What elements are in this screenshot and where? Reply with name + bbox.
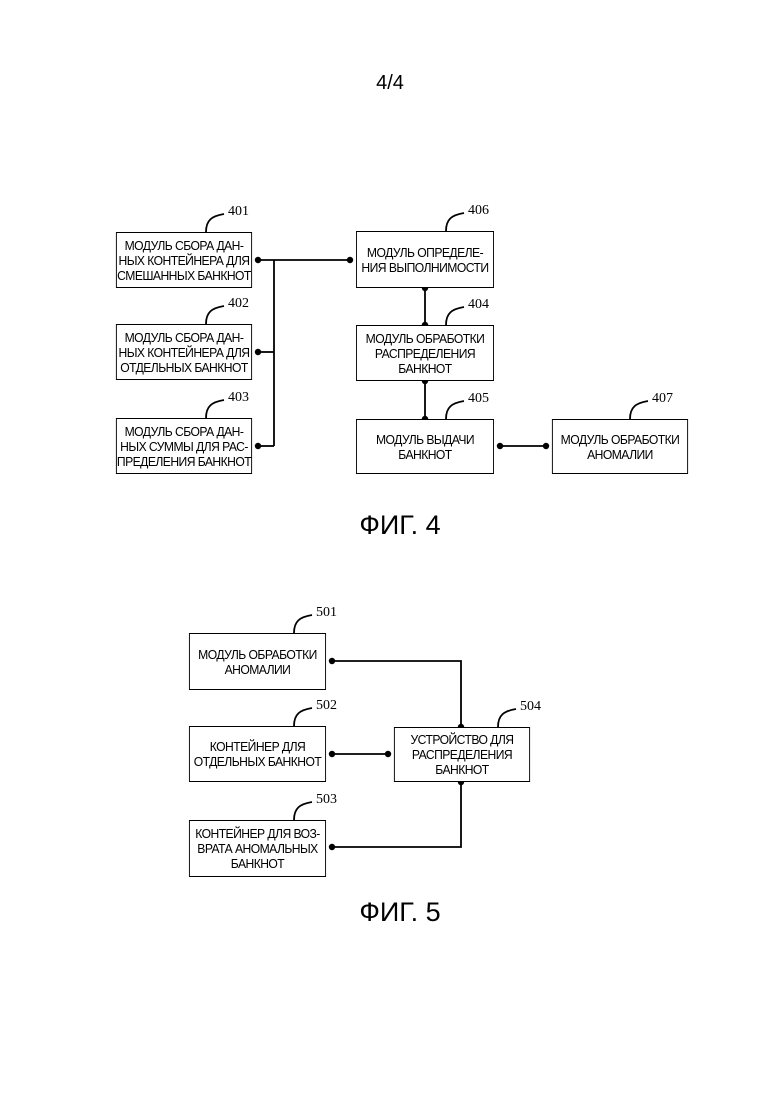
junction-dot bbox=[385, 751, 391, 757]
box-406-text: МОДУЛЬ ОПРЕДЕЛЕ- НИЯ ВЫПОЛНИМОСТИ bbox=[361, 245, 488, 275]
junction-dot bbox=[543, 443, 549, 449]
leader-503 bbox=[294, 802, 312, 820]
junction-dot bbox=[329, 844, 335, 850]
wire-501-504 bbox=[332, 661, 461, 727]
ref-401: 401 bbox=[228, 204, 249, 220]
figure-4-label: ФИГ. 4 bbox=[0, 510, 780, 541]
junction-dot bbox=[255, 257, 261, 263]
leader-401 bbox=[206, 214, 224, 232]
ref-404: 404 bbox=[468, 297, 489, 313]
box-404-text: МОДУЛЬ ОБРАБОТКИ РАСПРЕДЕЛЕНИЯ БАНКНОТ bbox=[366, 331, 485, 376]
box-407-text: МОДУЛЬ ОБРАБОТКИ АНОМАЛИИ bbox=[561, 432, 680, 462]
box-502-text: КОНТЕЙНЕР ДЛЯ ОТДЕЛЬНЫХ БАНКНОТ bbox=[194, 739, 321, 769]
leader-501 bbox=[294, 615, 312, 633]
box-503-text: КОНТЕЙНЕР ДЛЯ ВОЗ- ВРАТА АНОМАЛЬНЫХ БАНК… bbox=[195, 826, 320, 871]
leader-405 bbox=[446, 401, 464, 419]
box-504: УСТРОЙСТВО ДЛЯ РАСПРЕДЕЛЕНИЯ БАНКНОТ bbox=[394, 727, 530, 782]
box-403-text: МОДУЛЬ СБОРА ДАН- НЫХ СУММЫ ДЛЯ РАС- ПРЕ… bbox=[117, 424, 251, 469]
leader-504 bbox=[498, 709, 516, 727]
ref-406: 406 bbox=[468, 203, 489, 219]
ref-405: 405 bbox=[468, 391, 489, 407]
leader-402 bbox=[206, 306, 224, 324]
junction-dot bbox=[255, 349, 261, 355]
box-504-text: УСТРОЙСТВО ДЛЯ РАСПРЕДЕЛЕНИЯ БАНКНОТ bbox=[411, 732, 514, 777]
wire-504-503 bbox=[332, 782, 461, 847]
junction-dot bbox=[329, 751, 335, 757]
ref-403: 403 bbox=[228, 390, 249, 406]
junction-dot bbox=[255, 443, 261, 449]
box-401: МОДУЛЬ СБОРА ДАН- НЫХ КОНТЕЙНЕРА ДЛЯ СМЕ… bbox=[116, 232, 252, 288]
leader-403 bbox=[206, 400, 224, 418]
box-501-text: МОДУЛЬ ОБРАБОТКИ АНОМАЛИИ bbox=[198, 647, 317, 677]
junction-dot bbox=[497, 443, 503, 449]
figure-5-label: ФИГ. 5 bbox=[0, 897, 780, 928]
ref-402: 402 bbox=[228, 296, 249, 312]
box-405-text: МОДУЛЬ ВЫДАЧИ БАНКНОТ bbox=[376, 432, 474, 462]
leader-502 bbox=[294, 708, 312, 726]
box-407: МОДУЛЬ ОБРАБОТКИ АНОМАЛИИ bbox=[552, 419, 688, 474]
box-402: МОДУЛЬ СБОРА ДАН- НЫХ КОНТЕЙНЕРА ДЛЯ ОТД… bbox=[116, 324, 252, 380]
box-406: МОДУЛЬ ОПРЕДЕЛЕ- НИЯ ВЫПОЛНИМОСТИ bbox=[356, 231, 494, 288]
box-503: КОНТЕЙНЕР ДЛЯ ВОЗ- ВРАТА АНОМАЛЬНЫХ БАНК… bbox=[189, 820, 326, 877]
leader-406 bbox=[446, 213, 464, 231]
leader-407 bbox=[630, 401, 648, 419]
ref-504: 504 bbox=[520, 699, 541, 715]
ref-502: 502 bbox=[316, 698, 337, 714]
box-401-text: МОДУЛЬ СБОРА ДАН- НЫХ КОНТЕЙНЕРА ДЛЯ СМЕ… bbox=[117, 238, 251, 283]
box-502: КОНТЕЙНЕР ДЛЯ ОТДЕЛЬНЫХ БАНКНОТ bbox=[189, 726, 326, 782]
ref-503: 503 bbox=[316, 792, 337, 808]
junction-dot bbox=[329, 658, 335, 664]
box-501: МОДУЛЬ ОБРАБОТКИ АНОМАЛИИ bbox=[189, 633, 326, 690]
box-405: МОДУЛЬ ВЫДАЧИ БАНКНОТ bbox=[356, 419, 494, 474]
leader-404 bbox=[446, 307, 464, 325]
ref-501: 501 bbox=[316, 605, 337, 621]
ref-407: 407 bbox=[652, 391, 673, 407]
box-403: МОДУЛЬ СБОРА ДАН- НЫХ СУММЫ ДЛЯ РАС- ПРЕ… bbox=[116, 418, 252, 474]
box-402-text: МОДУЛЬ СБОРА ДАН- НЫХ КОНТЕЙНЕРА ДЛЯ ОТД… bbox=[119, 330, 250, 375]
junction-dot bbox=[347, 257, 353, 263]
box-404: МОДУЛЬ ОБРАБОТКИ РАСПРЕДЕЛЕНИЯ БАНКНОТ bbox=[356, 325, 494, 381]
